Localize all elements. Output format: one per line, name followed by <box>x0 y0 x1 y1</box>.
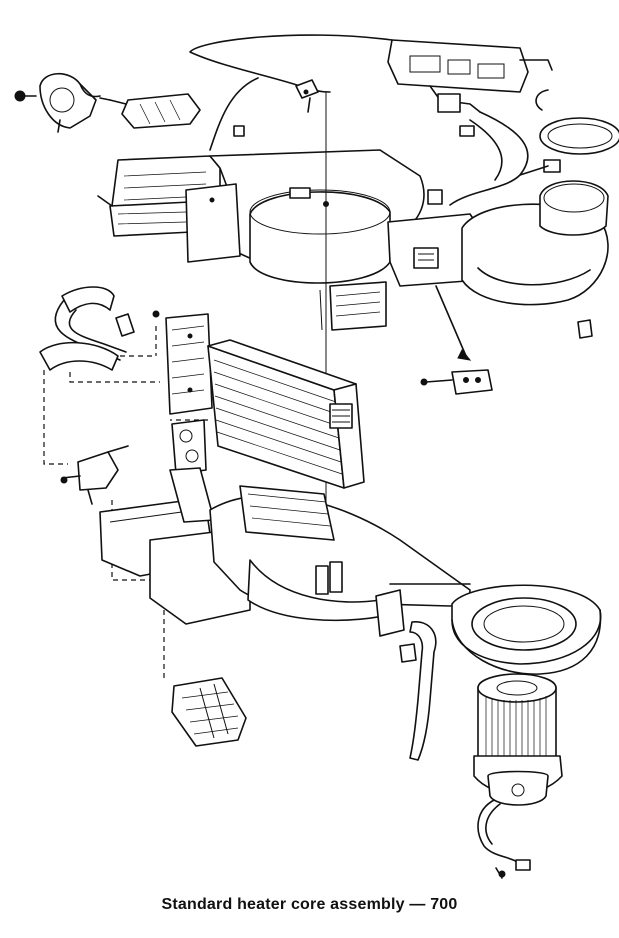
drain-tube <box>399 621 437 761</box>
mount-bracket <box>171 677 247 747</box>
c-clip <box>535 89 549 111</box>
heater-hoses <box>39 286 135 371</box>
small-grommet <box>233 125 245 137</box>
water-valve <box>60 445 129 505</box>
retaining-clip <box>577 319 593 339</box>
actuator-screw <box>14 90 37 102</box>
heater-core <box>207 339 365 489</box>
cable-clip <box>295 79 319 113</box>
figure-caption: Standard heater core assembly — 700 <box>161 896 458 913</box>
motor-wire <box>477 799 531 879</box>
vacuum-bracket <box>99 93 201 129</box>
pipe-flange <box>171 419 207 475</box>
upper-heater-housing <box>97 149 609 331</box>
core-seal-bracket <box>165 313 213 415</box>
actuator-motor <box>39 72 101 133</box>
hose-screw <box>152 310 160 318</box>
control-cable <box>189 34 393 93</box>
blower-housing-ring <box>451 584 602 675</box>
duct-seal <box>539 117 619 155</box>
temperature-sensor <box>420 285 493 395</box>
control-panel <box>387 39 553 113</box>
blower-motor <box>473 673 563 806</box>
lower-heater-case <box>99 467 471 637</box>
